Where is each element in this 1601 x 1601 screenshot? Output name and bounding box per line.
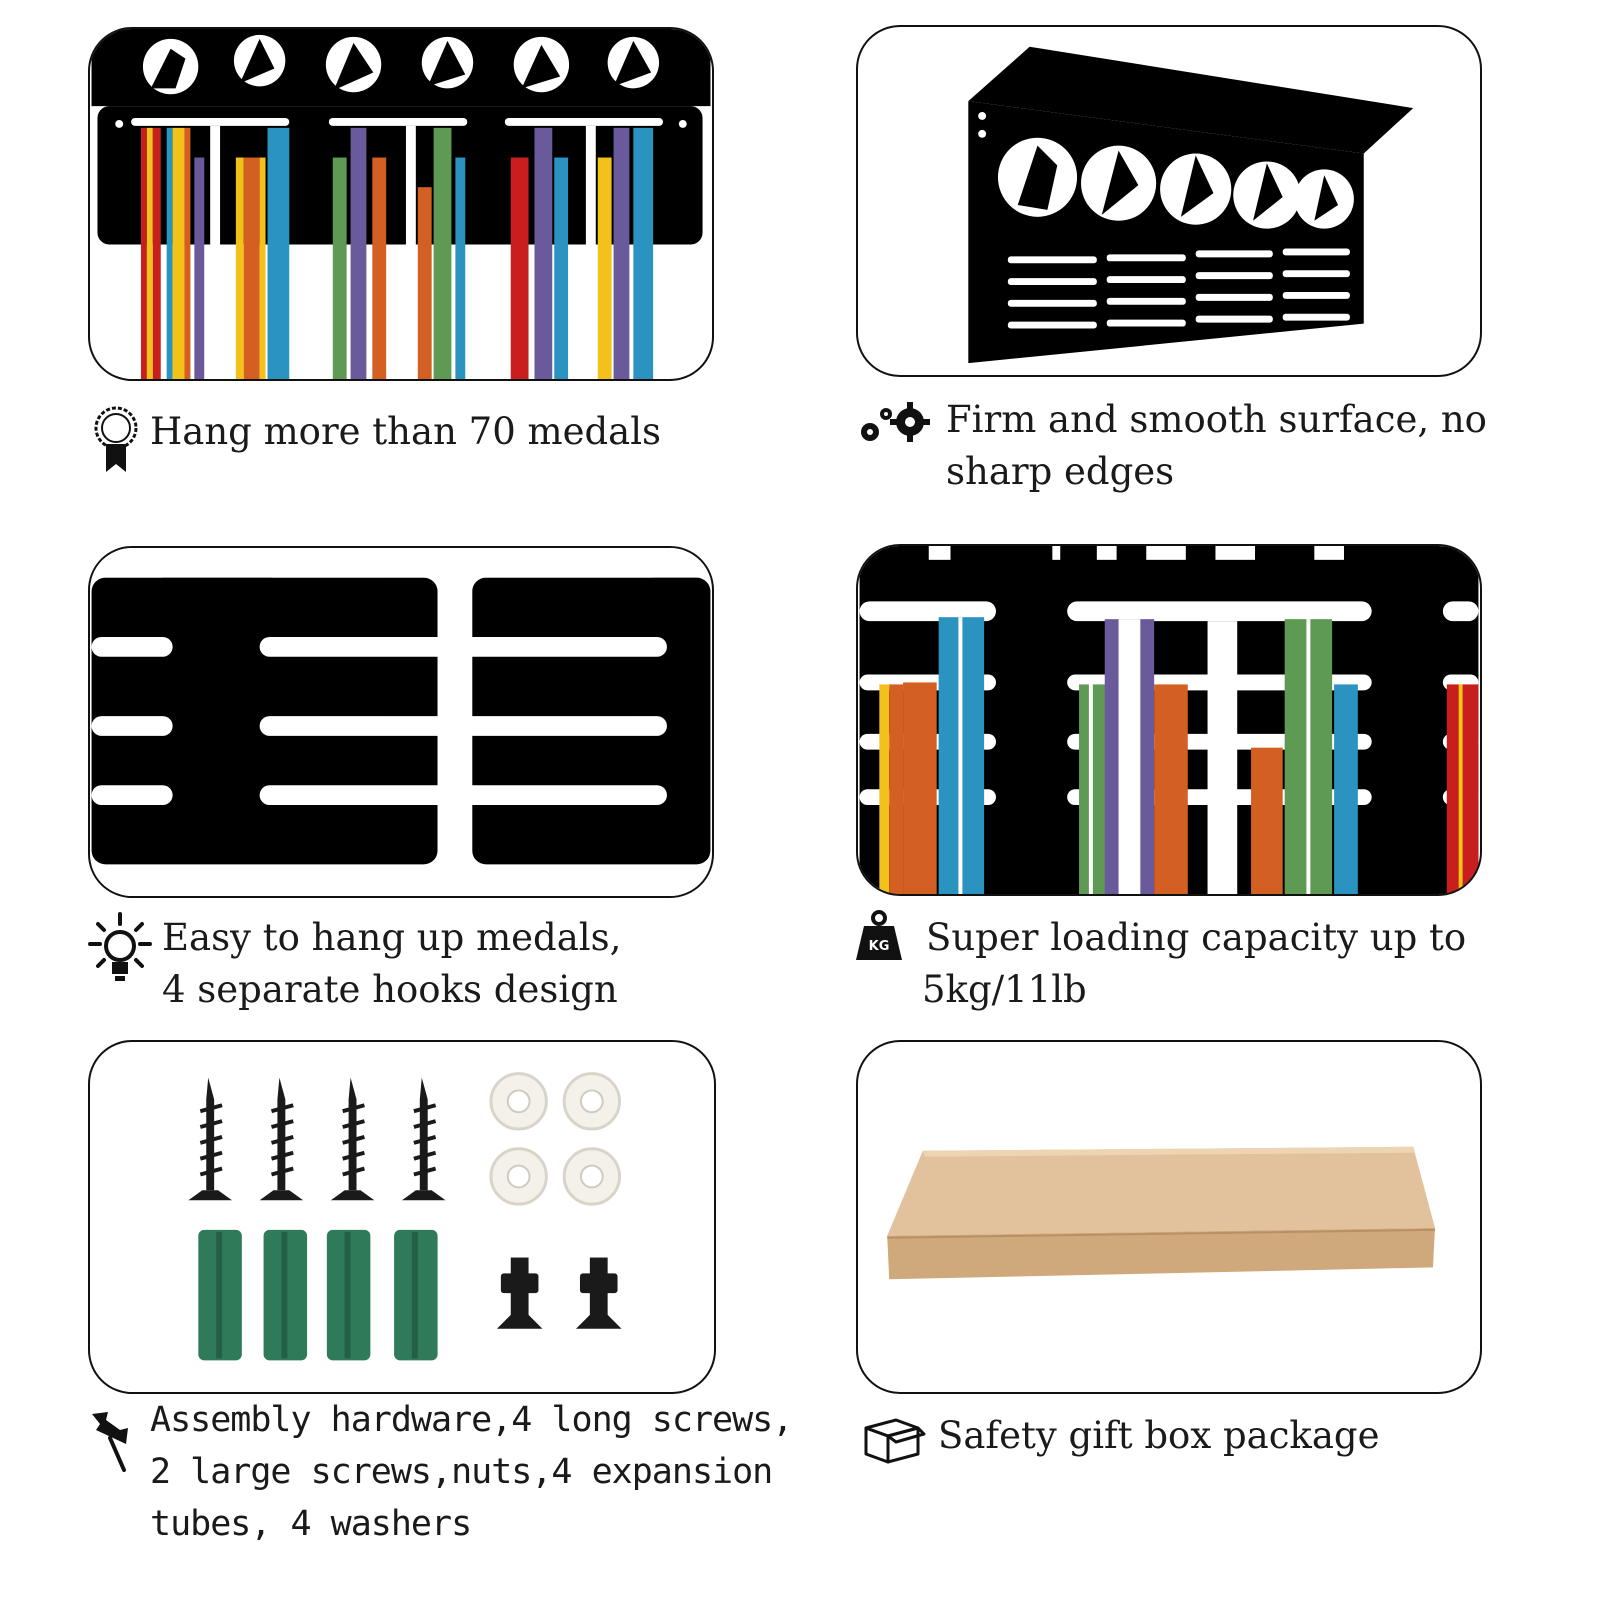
rack-front-illustration — [91, 29, 711, 379]
loaded-hooks-illustration — [859, 546, 1479, 894]
caption-line: 4 separate hooks design — [162, 968, 618, 1011]
caption-line: 5kg/11lb — [922, 968, 1087, 1011]
gears-icon — [856, 400, 932, 446]
lightbulb-icon — [84, 912, 156, 984]
caption-line: Easy to hang up medals, — [162, 916, 622, 959]
weight-kg-icon: KG — [856, 910, 902, 960]
expansion-tubes — [198, 1229, 438, 1361]
feature-medal-capacity: Hang more than 70 medals — [150, 406, 661, 458]
panel-gift-box — [856, 1040, 1482, 1394]
feature-load-capacity: Super loading capacity up to 5kg/11lb — [922, 912, 1467, 1016]
weight-icon-label: KG — [869, 939, 890, 954]
pushpin-icon — [86, 1410, 134, 1474]
long-screws — [188, 1077, 446, 1201]
shelf-slots — [978, 112, 1350, 329]
medal-ribbons — [140, 127, 654, 379]
feature-smooth-surface: Firm and smooth surface, no sharp edges — [946, 394, 1487, 498]
caption-line: Firm and smooth surface, no — [946, 398, 1487, 441]
box-icon — [856, 1414, 926, 1466]
panel-assembly-hardware — [88, 1040, 716, 1394]
panel-rack-with-medals — [88, 27, 714, 381]
caption-line: sharp edges — [946, 450, 1175, 493]
loaded-ribbons — [879, 617, 1479, 894]
caption-line: Super loading capacity up to — [926, 916, 1467, 959]
shelf-rack-illustration — [968, 46, 1414, 364]
large-screws-with-nuts — [496, 1257, 622, 1329]
washers — [489, 1072, 621, 1206]
panel-hook-closeup — [88, 546, 714, 898]
caption-line: Hang more than 70 medals — [150, 410, 662, 453]
feature-easy-hang: Easy to hang up medals, 4 separate hooks… — [162, 912, 621, 1016]
panel-shelf-rack — [856, 25, 1482, 377]
caption-line: tubes, 4 washers — [150, 1504, 472, 1544]
medal-icon — [92, 404, 140, 474]
feature-gift-box: Safety gift box package — [938, 1410, 1380, 1462]
hanger-slots — [115, 117, 687, 245]
feature-assembly-hardware: Assembly hardware,4 long screws, 2 large… — [150, 1394, 793, 1550]
hook-closeup-illustration — [91, 548, 711, 896]
caption-line: Assembly hardware,4 long screws, — [150, 1400, 793, 1440]
gift-box-illustration — [887, 1146, 1435, 1280]
hook-slots — [91, 551, 667, 896]
caption-line: 2 large screws,nuts,4 expansion — [150, 1452, 773, 1492]
panel-loaded-hooks — [856, 544, 1482, 896]
hardware-illustration — [188, 1072, 622, 1361]
caption-line: Safety gift box package — [938, 1414, 1380, 1457]
